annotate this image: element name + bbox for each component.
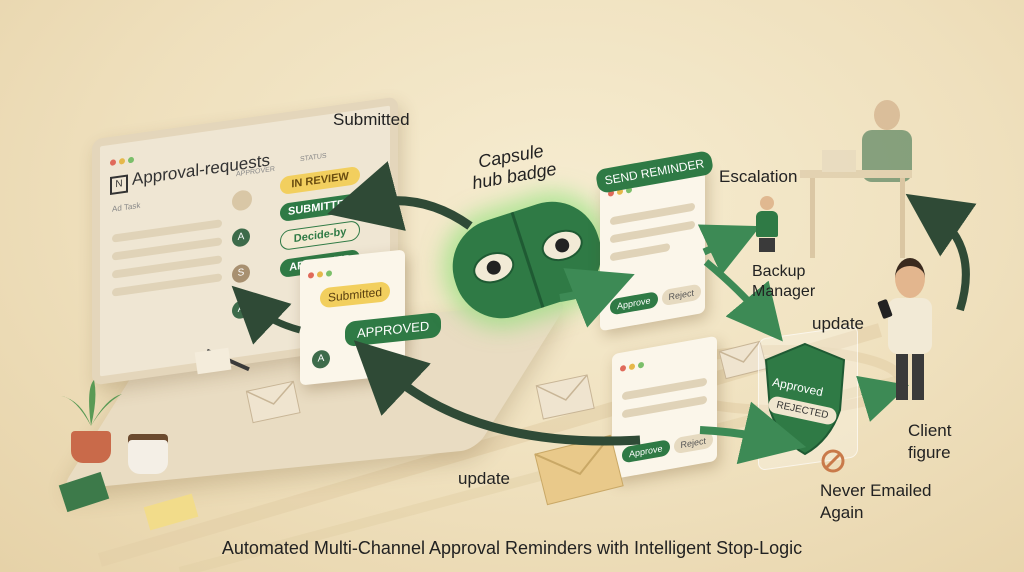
label-submitted: Submitted bbox=[333, 110, 410, 129]
manager-figure bbox=[752, 196, 782, 252]
envelope-icon bbox=[534, 434, 624, 506]
envelope-icon bbox=[245, 380, 301, 424]
arrow-bottom-to-shield bbox=[699, 401, 807, 465]
client-figure bbox=[880, 258, 940, 408]
small-card bbox=[194, 347, 232, 375]
arrow-client-up bbox=[905, 193, 977, 312]
arrow-escalation bbox=[697, 224, 761, 276]
label-escalation: Escalation bbox=[719, 167, 798, 186]
caption: Automated Multi-Channel Approval Reminde… bbox=[221, 538, 803, 558]
arrow-to-reminder bbox=[559, 268, 635, 328]
label-update-bottom: update bbox=[458, 469, 510, 488]
no-entry-icon bbox=[821, 449, 845, 473]
coffee-mug bbox=[128, 434, 168, 474]
label-backup-manager: Backup Manager bbox=[752, 263, 816, 300]
label-client-figure: Client figure bbox=[908, 421, 952, 462]
arrow-update-back bbox=[353, 340, 641, 446]
arrow-to-shield bbox=[703, 259, 783, 342]
label-never-emailed-again: Never Emailed Again bbox=[820, 481, 932, 522]
arrow-to-client bbox=[856, 375, 909, 422]
envelope-icon bbox=[535, 374, 595, 420]
envelope-icon bbox=[718, 340, 768, 380]
potted-plant bbox=[56, 378, 126, 463]
arrow-to-laptop bbox=[327, 161, 473, 231]
desk-person-figure bbox=[800, 100, 930, 260]
label-update-right: update bbox=[812, 314, 864, 333]
arrow-card-to-laptop bbox=[231, 285, 301, 345]
